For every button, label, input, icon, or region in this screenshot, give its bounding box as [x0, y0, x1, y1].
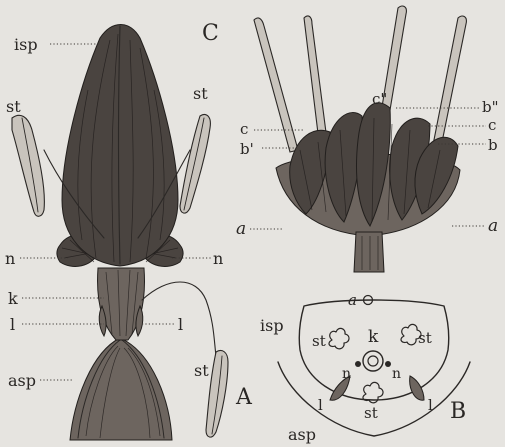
label-a-asp: asp [8, 371, 36, 390]
label-a-st-left: st [6, 97, 21, 116]
label-b-st-bottom: st [364, 404, 378, 422]
label-a-st-lower: st [194, 361, 209, 380]
label-a-n-left: n [5, 249, 15, 268]
label-c-c-left: c [240, 120, 248, 138]
inner-glume [62, 25, 178, 267]
label-c-b1: b' [240, 140, 254, 158]
label-c-a-left: a [236, 219, 246, 239]
label-c-b2: b" [482, 98, 499, 116]
label-b-isp: isp [260, 316, 284, 335]
label-b-st-right: st [418, 329, 432, 347]
label-c-c2: c" [372, 90, 387, 108]
diagram-inner-bract [299, 300, 449, 400]
label-a-l-right: l [178, 315, 183, 334]
label-a-l-left: l [10, 315, 15, 334]
figure-letter-a: A [235, 385, 253, 410]
figure-c-floret [254, 6, 466, 272]
label-a-isp: isp [14, 35, 38, 54]
floret-stem [354, 232, 384, 272]
label-b-n-left: n [342, 366, 351, 382]
label-c-c-right: c [488, 116, 496, 134]
anther-lower [206, 350, 228, 437]
label-b-a: a [348, 291, 357, 309]
label-b-asp: asp [288, 425, 316, 444]
figure-letter-b: B [450, 399, 466, 424]
diagram-ovary-inner [368, 356, 378, 366]
label-c-a-right: a [488, 216, 498, 236]
label-b-n-right: n [392, 366, 401, 382]
label-a-n-right: n [213, 249, 223, 268]
label-a-st-right: st [193, 84, 208, 103]
figure-letter-c: C [202, 21, 219, 46]
diagram-stamen-left [329, 328, 349, 348]
diagram-lodicule-right [410, 376, 424, 400]
outer-glume [70, 338, 172, 440]
label-b-st-left: st [312, 332, 326, 350]
anther-left [12, 115, 44, 216]
label-b-l-left: l [318, 396, 323, 414]
label-b-k: k [368, 327, 379, 347]
label-a-k: k [8, 289, 18, 308]
diagram-ovary-outer [363, 351, 383, 371]
label-b-l-right: l [428, 396, 433, 414]
label-c-b-right: b [488, 136, 498, 154]
anther-right [180, 115, 210, 214]
